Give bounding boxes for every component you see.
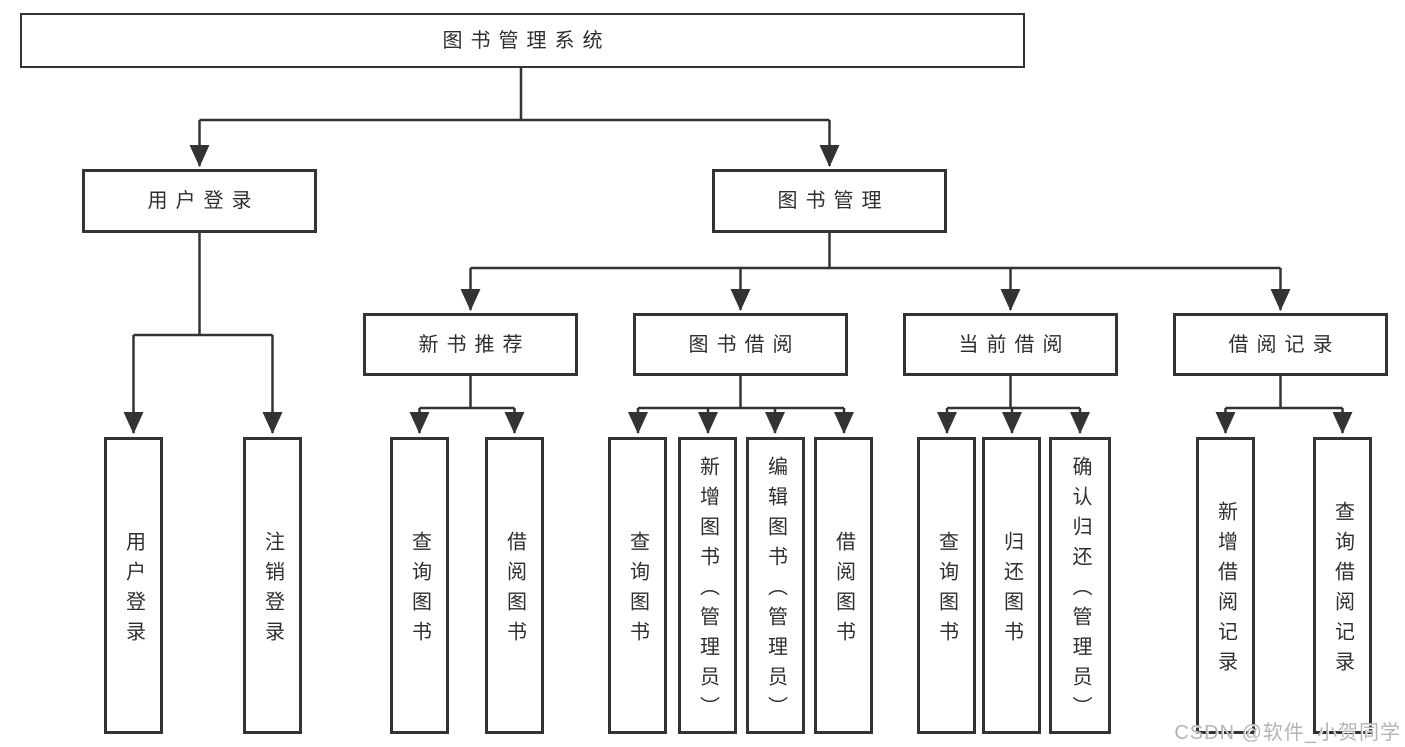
node-current-borrow: 当前借阅 [903, 313, 1118, 376]
node-recommend-query-books: 查询图书 [390, 437, 449, 734]
node-book-management: 图书管理 [712, 169, 947, 233]
node-current-confirm-return-admin: 确认归还（管理员） [1049, 437, 1111, 734]
node-current-return-books: 归还图书 [982, 437, 1041, 734]
node-user-login: 用户登录 [82, 169, 317, 233]
node-new-book-recommend: 新书推荐 [363, 313, 578, 376]
node-borrow-query-books: 查询图书 [608, 437, 667, 734]
node-borrow-borrow-books: 借阅图书 [814, 437, 873, 734]
node-logout-leaf: 注销登录 [243, 437, 302, 734]
node-root: 图书管理系统 [20, 13, 1025, 68]
node-user-login-leaf: 用户登录 [104, 437, 163, 734]
node-borrow-edit-books-admin: 编辑图书（管理员） [746, 437, 805, 734]
node-borrow-record: 借阅记录 [1173, 313, 1388, 376]
node-recommend-borrow-books: 借阅图书 [485, 437, 544, 734]
node-current-query-books: 查询图书 [917, 437, 976, 734]
node-record-add-borrow-record: 新增借阅记录 [1196, 437, 1255, 734]
node-borrow-add-books-admin: 新增图书（管理员） [678, 437, 737, 734]
node-book-borrow: 图书借阅 [633, 313, 848, 376]
watermark: CSDN @软件_小贺同学 [1174, 722, 1401, 744]
node-record-query-borrow-record: 查询借阅记录 [1313, 437, 1372, 734]
